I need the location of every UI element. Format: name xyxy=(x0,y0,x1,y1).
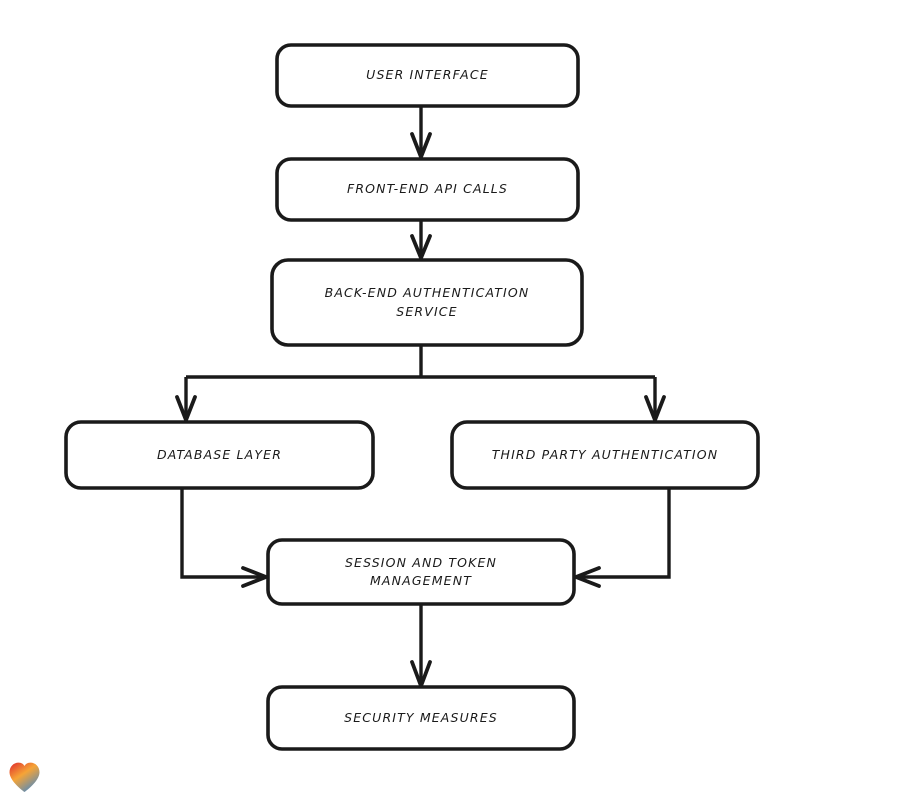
heart-icon xyxy=(9,762,40,792)
node-security-measures[interactable] xyxy=(266,685,576,751)
arrowhead xyxy=(410,660,432,688)
arrowhead xyxy=(644,395,666,422)
edge-backend-to-database xyxy=(175,377,197,422)
node-back-end-authentication-service[interactable] xyxy=(270,258,584,347)
node-session-and-token-management[interactable] xyxy=(266,538,576,606)
arrowhead xyxy=(410,234,432,260)
arrowhead xyxy=(574,566,601,588)
edge-thirdparty-to-session xyxy=(574,488,671,588)
node-database-layer[interactable] xyxy=(64,420,375,490)
arrowhead xyxy=(175,395,197,422)
edge-api-to-backend xyxy=(410,220,432,260)
edge-backend-to-thirdparty xyxy=(644,377,666,422)
arrowhead xyxy=(410,132,432,159)
node-front-end-api-calls[interactable] xyxy=(275,157,580,222)
edge-database-to-session xyxy=(180,488,268,588)
edge-ui-to-api xyxy=(410,106,432,159)
node-third-party-authentication[interactable] xyxy=(450,420,760,490)
edges xyxy=(175,106,671,688)
node-user-interface[interactable] xyxy=(275,43,580,108)
node-shapes xyxy=(64,43,760,751)
edge-session-to-security xyxy=(410,604,432,688)
arrowhead xyxy=(241,566,268,588)
edge-backend-fork-trunk xyxy=(186,345,655,379)
